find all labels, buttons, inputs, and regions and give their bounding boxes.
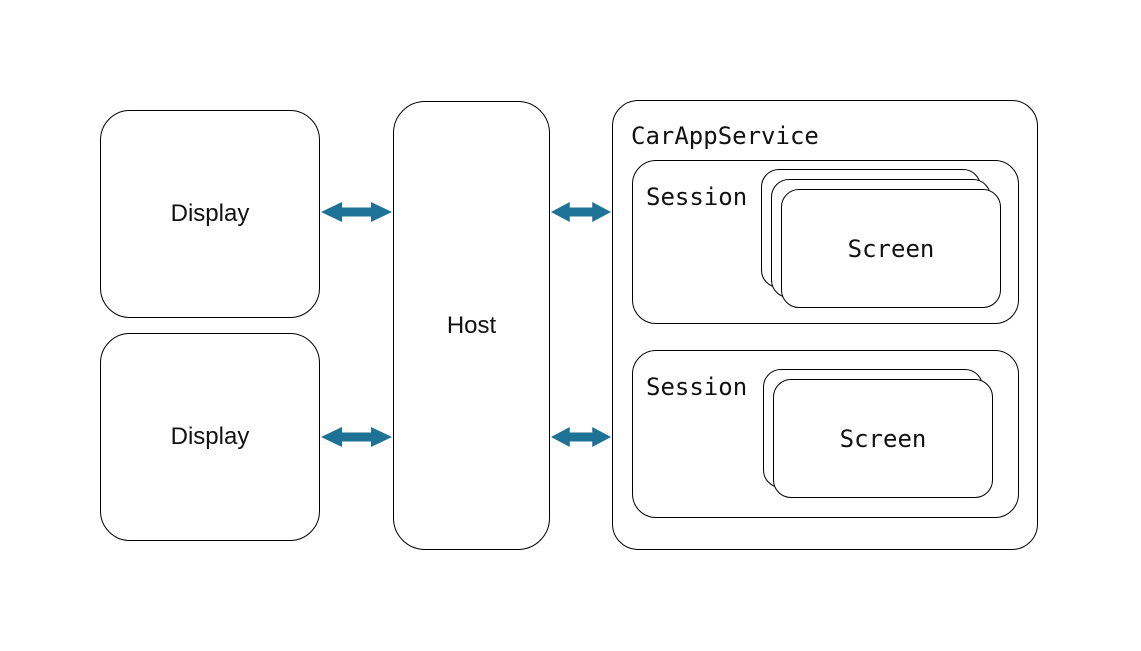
display-box-1: Display: [100, 110, 320, 318]
bidirectional-arrow-icon: [321, 426, 392, 448]
session-label: Session: [646, 373, 748, 401]
bidirectional-arrow-icon: [551, 201, 611, 223]
host-label: Host: [446, 311, 497, 339]
screen-label: Screen: [839, 424, 927, 453]
screen-card-front: Screen: [781, 189, 1001, 308]
session-box-2: Session Screen: [632, 350, 1019, 518]
display-label: Display: [170, 200, 250, 227]
host-box: Host: [393, 101, 550, 550]
bidirectional-arrow-icon: [321, 201, 392, 223]
session-box-1: Session Screen: [632, 160, 1019, 324]
screen-label: Screen: [847, 234, 935, 263]
bidirectional-arrow-icon: [551, 426, 611, 448]
session-label: Session: [646, 183, 748, 211]
display-box-2: Display: [100, 333, 320, 541]
display-label: Display: [170, 423, 250, 450]
screen-card-front: Screen: [773, 379, 993, 498]
car-app-service-label: CarAppService: [631, 122, 819, 150]
